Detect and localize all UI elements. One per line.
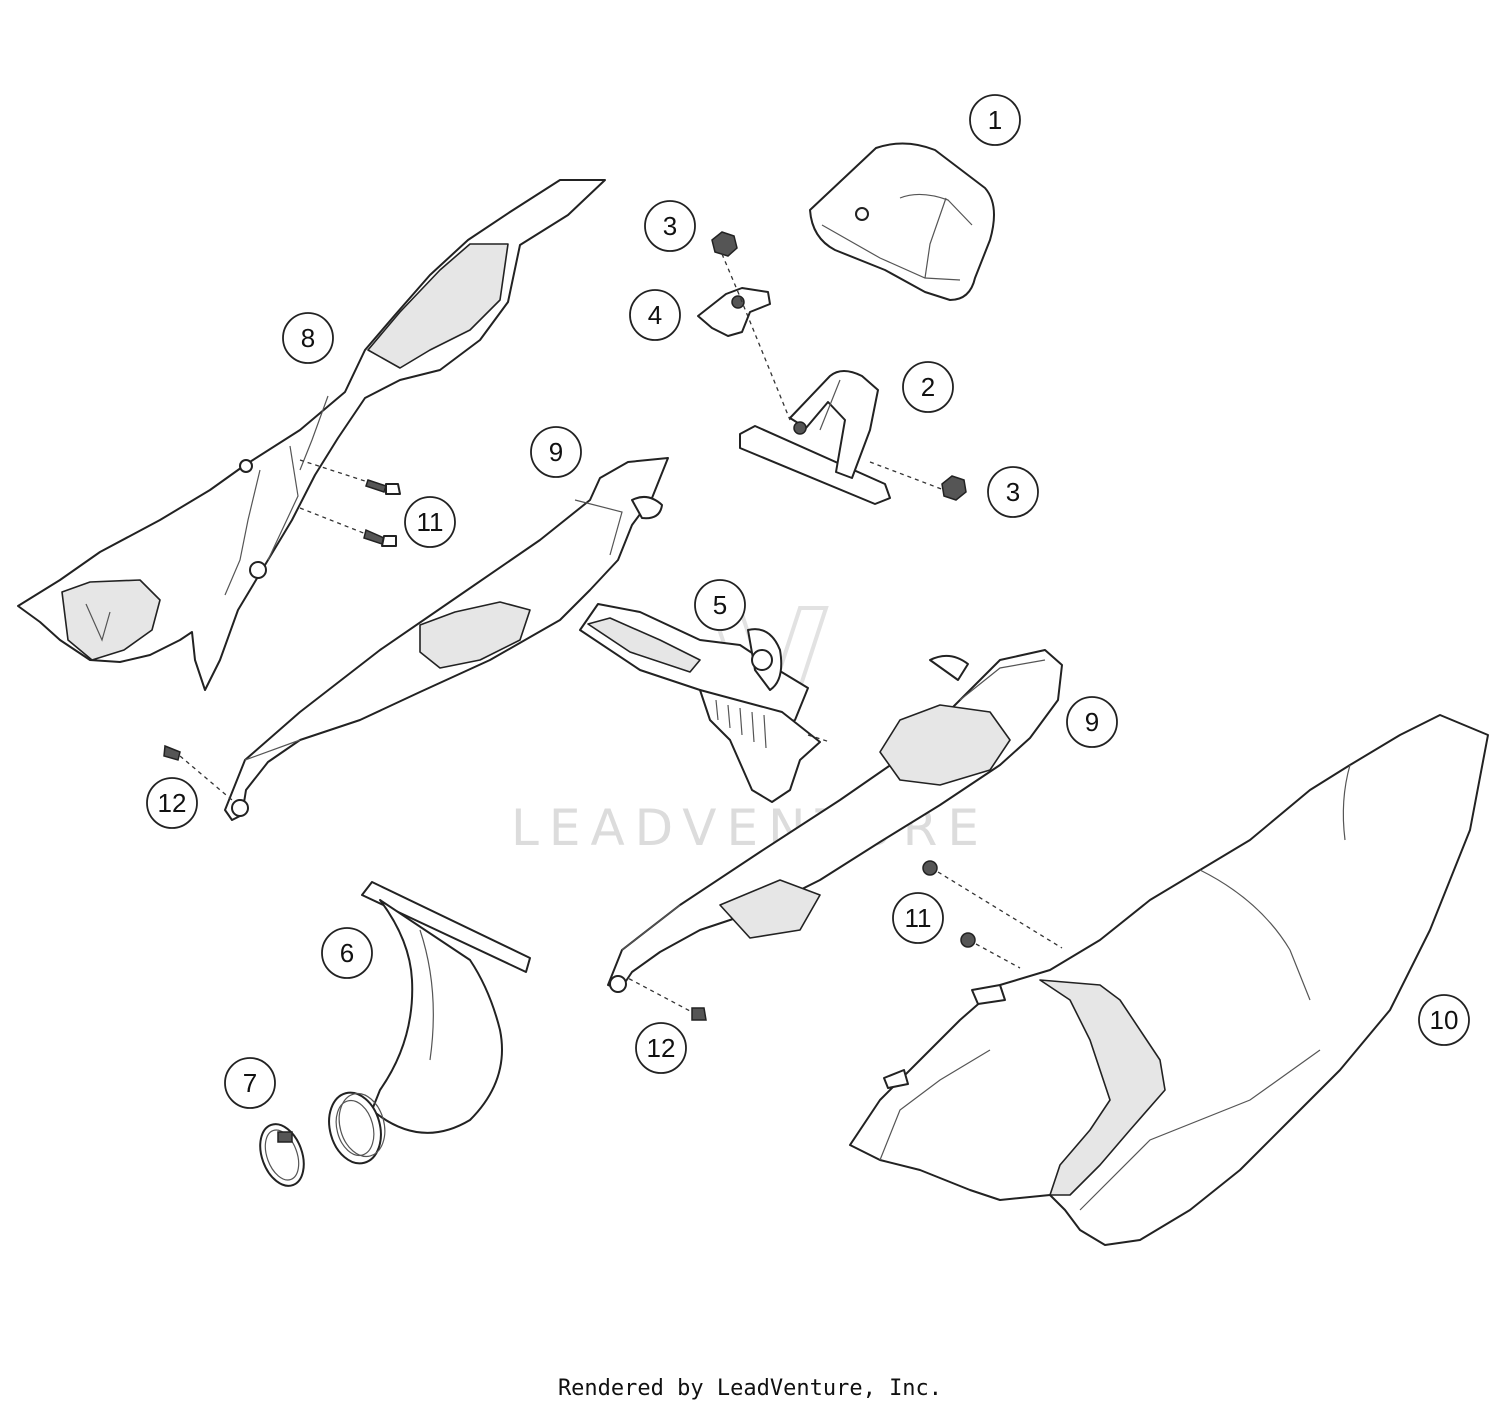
part-12-bolt-right [691,1007,707,1021]
part-10-side-panel-right [849,714,1489,1246]
callout-11-left: 11 [404,496,456,548]
leader-3-upper [721,253,791,421]
svg-text:3: 3 [663,211,677,241]
svg-text:10: 10 [1430,1005,1459,1035]
callout-10: 10 [1418,994,1470,1046]
leader-11-lower-right [975,943,1021,969]
svg-text:3: 3 [1006,477,1020,507]
callout-11-right: 11 [892,892,944,944]
footer-credit: Rendered by LeadVenture, Inc. [557,1376,943,1401]
callout-6: 6 [321,927,373,979]
part-12-bolt-left [163,744,181,761]
part-1-cover [809,142,995,301]
svg-text:9: 9 [1085,707,1099,737]
part-6-intake-tube [328,881,531,1165]
part-5-airbox-bracket [579,603,831,803]
callout-5: 5 [694,579,746,631]
callout-9-lower: 9 [1066,696,1118,748]
part-11-bolt-upper-right [922,860,938,876]
part-11-bolt-lower-right [960,932,976,948]
leader-3-lower [869,461,945,491]
callout-9-upper: 9 [530,426,582,478]
svg-text:4: 4 [648,300,662,330]
svg-text:11: 11 [417,507,444,537]
callout-3-lower: 3 [987,466,1039,518]
leader-12-right [621,974,693,1013]
svg-text:12: 12 [158,788,187,818]
callout-4: 4 [629,289,681,341]
svg-text:8: 8 [301,323,315,353]
callout-7: 7 [224,1057,276,1109]
leader-12-left [179,755,233,801]
part-3-nut-upper [711,231,738,257]
svg-text:12: 12 [647,1033,676,1063]
part-11-bolt-upper-left [365,479,401,495]
callout-3-upper: 3 [644,200,696,252]
svg-text:7: 7 [243,1068,257,1098]
svg-text:2: 2 [921,372,935,402]
callout-2: 2 [902,361,954,413]
callout-12-right: 12 [635,1022,687,1074]
part-2-bracket [739,370,891,505]
svg-text:6: 6 [340,938,354,968]
callout-12-left: 12 [146,777,198,829]
svg-text:1: 1 [988,105,1002,135]
part-4-clip [697,287,771,337]
callout-8: 8 [282,312,334,364]
leader-11-lower-left [299,507,367,535]
leader-11-upper-right [937,871,1063,949]
svg-text:11: 11 [905,903,932,933]
part-3-nut-lower [941,475,967,501]
callout-1: 1 [969,94,1021,146]
leader-11-upper-left [299,459,369,483]
part-9-frame-guard-upper [224,457,669,821]
svg-text:5: 5 [713,590,727,620]
svg-text:9: 9 [549,437,563,467]
part-7-hose-clamp [259,1123,305,1187]
part-11-bolt-lower-left [363,528,397,547]
part-8-side-cover-left [17,179,606,691]
part-9-frame-guard-lower [607,649,1063,993]
